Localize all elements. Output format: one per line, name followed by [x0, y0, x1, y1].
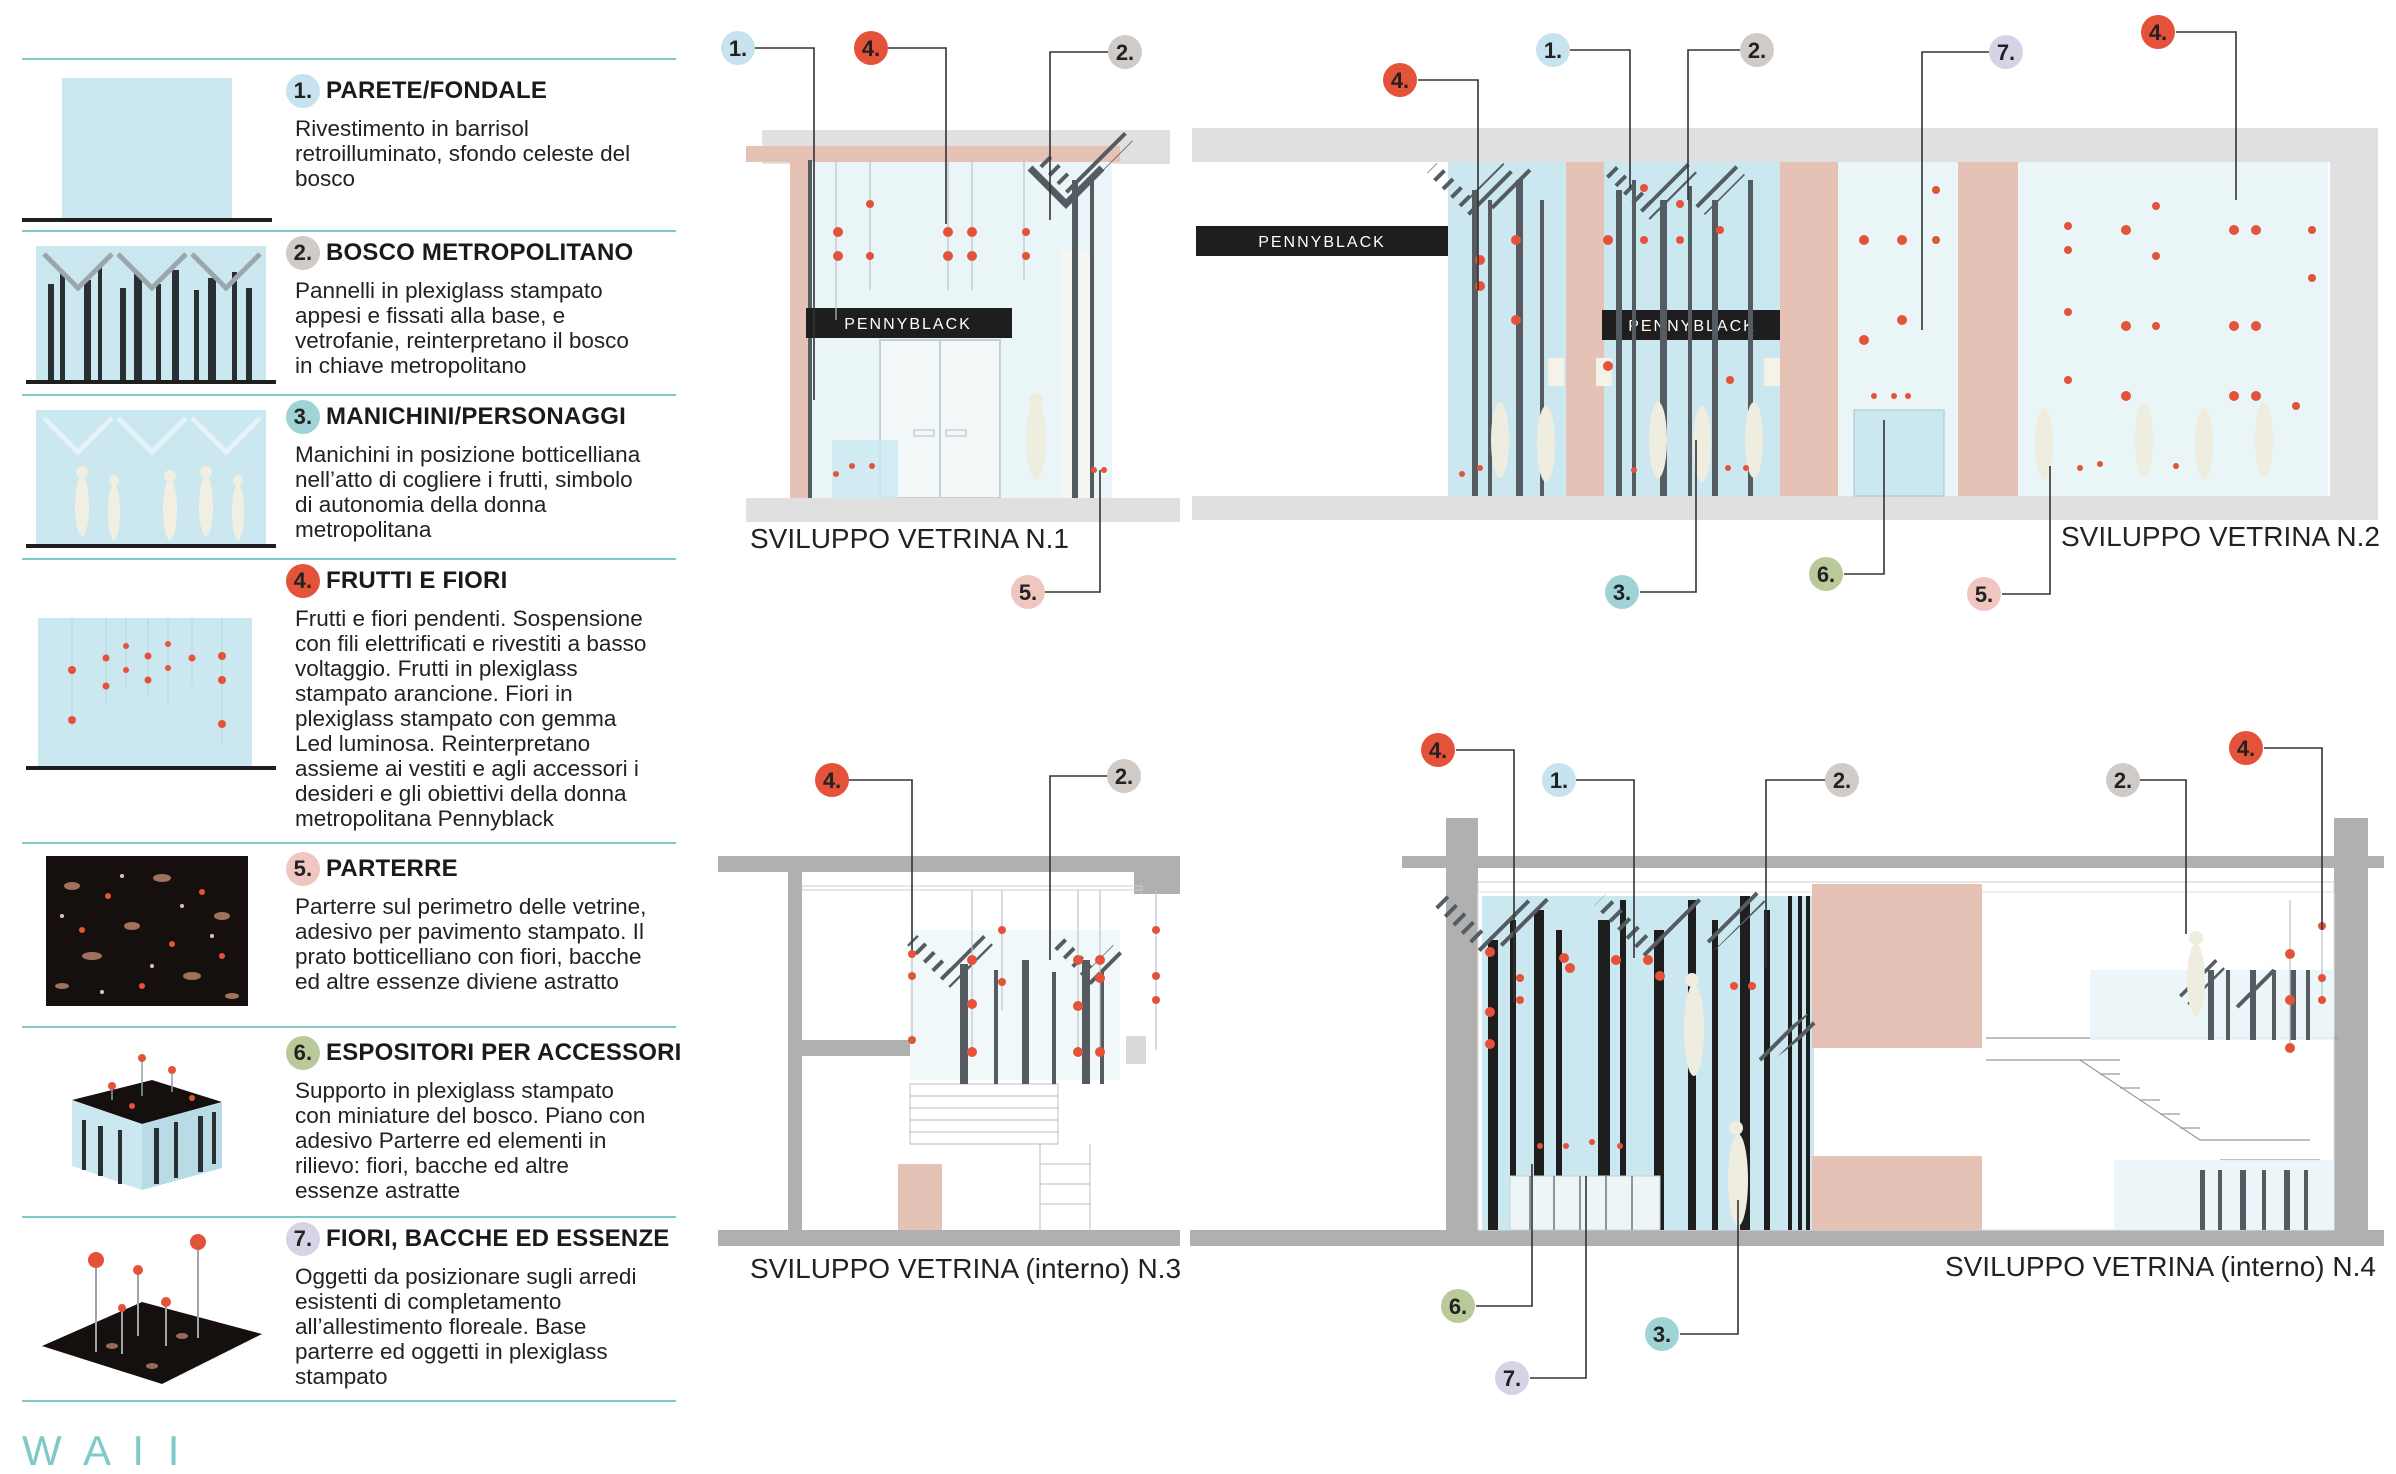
brand-sign-text: PENNYBLACK — [844, 316, 972, 333]
callout-1 — [1542, 763, 1576, 797]
legend-num-2: 2. — [286, 236, 320, 270]
svg-text:2.: 2. — [2114, 768, 2132, 793]
svg-text:4.: 4. — [1429, 738, 1447, 763]
callout-7 — [1495, 1361, 1529, 1395]
thumb-espositori — [72, 1054, 222, 1190]
svg-text:4.: 4. — [823, 768, 841, 793]
leader-lines — [754, 31, 2323, 1379]
callout-4 — [854, 31, 888, 65]
svg-text:2.: 2. — [1115, 764, 1133, 789]
callout-5 — [1011, 575, 1045, 609]
elevation-vetrina-2: PENNYBLACK PENNYBLACK — [1192, 128, 2380, 552]
svg-text:1.: 1. — [1550, 768, 1568, 793]
legend-item-1-title: 1. PARETE/FONDALE — [286, 74, 547, 108]
callout-7 — [1989, 35, 2023, 69]
callout-1 — [721, 31, 755, 65]
legend-num-7: 7. — [286, 1222, 320, 1256]
legend-divider — [22, 1026, 676, 1028]
legend-divider — [22, 1400, 676, 1402]
callout-4 — [1383, 63, 1417, 97]
svg-text:4.: 4. — [1391, 68, 1409, 93]
legend-item-6-title: 6. ESPOSITORI PER ACCESSORI — [286, 1036, 682, 1070]
panel-title-vetrina-2: SVILUPPO VETRINA N.2 — [2061, 521, 2380, 552]
legend-item-5-title: 5. PARTERRE — [286, 852, 458, 886]
callout-2 — [2106, 763, 2140, 797]
callout-5 — [1967, 577, 2001, 611]
callout-2 — [1825, 763, 1859, 797]
svg-text:1.: 1. — [729, 36, 747, 61]
legend-item-3-title: 3. MANICHINI/PERSONAGGI — [286, 400, 626, 434]
thumb-fiori-bacche — [42, 1234, 262, 1384]
callout-2 — [1108, 35, 1142, 69]
svg-text:3.: 3. — [1613, 580, 1631, 605]
thumb-manichini — [26, 410, 276, 548]
svg-text:7.: 7. — [1503, 1366, 1521, 1391]
footer-logo-text: W A I I — [22, 1427, 186, 1474]
legend-divider — [22, 842, 676, 844]
callout-2 — [1107, 759, 1141, 793]
legend-divider — [22, 230, 676, 232]
legend-item-7-desc: Oggetti da posizionare sugli arredi esis… — [295, 1264, 637, 1389]
callout-3 — [1645, 1317, 1679, 1351]
svg-text:2.: 2. — [1116, 40, 1134, 65]
panel-title-vetrina-1: SVILUPPO VETRINA N.1 — [750, 523, 1069, 554]
thumb-frutti-fiori — [26, 618, 276, 770]
legend-item-2-desc: Pannelli in plexiglass stampato appesi e… — [295, 278, 629, 378]
legend-num-6: 6. — [286, 1036, 320, 1070]
legend-num-3: 3. — [286, 400, 320, 434]
elevation-vetrina-1: PENNYBLACK SVILUPPO VETRINA N.1 — [746, 130, 1180, 554]
callout-4 — [2141, 15, 2175, 49]
legend-num-1: 1. — [286, 74, 320, 108]
legend-item-6-desc: Supporto in plexiglass stampato con mini… — [295, 1078, 646, 1203]
callout-2 — [1740, 33, 1774, 67]
thumb-bosco-metropolitano — [26, 246, 276, 384]
panel-title-vetrina-3: SVILUPPO VETRINA (interno) N.3 — [750, 1253, 1181, 1284]
svg-text:4.: 4. — [2237, 736, 2255, 761]
thumb-parterre — [46, 856, 248, 1006]
legend-item-4-title: 4. FRUTTI E FIORI — [286, 564, 507, 598]
brand-sign — [806, 308, 1012, 338]
legend-item-7-title: 7. FIORI, BACCHE ED ESSENZE — [286, 1222, 670, 1256]
legend-divider — [22, 1216, 676, 1218]
elevation-vetrina-3: SVILUPPO VETRINA (interno) N.3 — [718, 856, 1181, 1284]
legend-item-1-desc: Rivestimento in barrisol retroilluminato… — [295, 116, 631, 191]
legend-item-2-title: 2. BOSCO METROPOLITANO — [286, 236, 633, 270]
callout-6 — [1809, 557, 1843, 591]
svg-text:3.: 3. — [1653, 1322, 1671, 1347]
legend-item-3-desc: Manichini in posizione botticelliana nel… — [295, 442, 641, 542]
svg-text:6.: 6. — [1817, 562, 1835, 587]
svg-text:1.: 1. — [1544, 38, 1562, 63]
svg-text:4.: 4. — [862, 36, 880, 61]
callout-4 — [2229, 731, 2263, 765]
legend-divider — [22, 394, 676, 396]
legend-divider — [22, 58, 676, 60]
legend-item-5-desc: Parterre sul perimetro delle vetrine, ad… — [295, 894, 647, 994]
callout-4 — [1421, 733, 1455, 767]
svg-text:7.: 7. — [1997, 40, 2015, 65]
brand-sign-2 — [1196, 226, 1450, 256]
svg-text:4.: 4. — [2149, 20, 2167, 45]
callout-6 — [1441, 1289, 1475, 1323]
svg-text:6.: 6. — [1449, 1294, 1467, 1319]
callout-1 — [1536, 33, 1570, 67]
panel-title-vetrina-4: SVILUPPO VETRINA (interno) N.4 — [1945, 1251, 2376, 1282]
legend-item-4-desc: Frutti e fiori pendenti. Sospensione con… — [295, 606, 647, 831]
svg-text:5.: 5. — [1019, 580, 1037, 605]
svg-text:5.: 5. — [1975, 582, 1993, 607]
callouts: 1. 4. 2. 5. 4. 1. 2. 7. 4. 3. 6. 5. 4. 2… — [721, 15, 2263, 1395]
brand-sign-2-text: PENNYBLACK — [1258, 234, 1386, 251]
legend-num-5: 5. — [286, 852, 320, 886]
elevation-vetrina-4: SVILUPPO VETRINA (interno) N.4 — [1190, 818, 2384, 1282]
svg-text:2.: 2. — [1833, 768, 1851, 793]
thumb-parete-fondale — [22, 78, 272, 222]
svg-text:2.: 2. — [1748, 38, 1766, 63]
callout-3 — [1605, 575, 1639, 609]
legend-divider — [22, 558, 676, 560]
callout-4 — [815, 763, 849, 797]
legend-num-4: 4. — [286, 564, 320, 598]
